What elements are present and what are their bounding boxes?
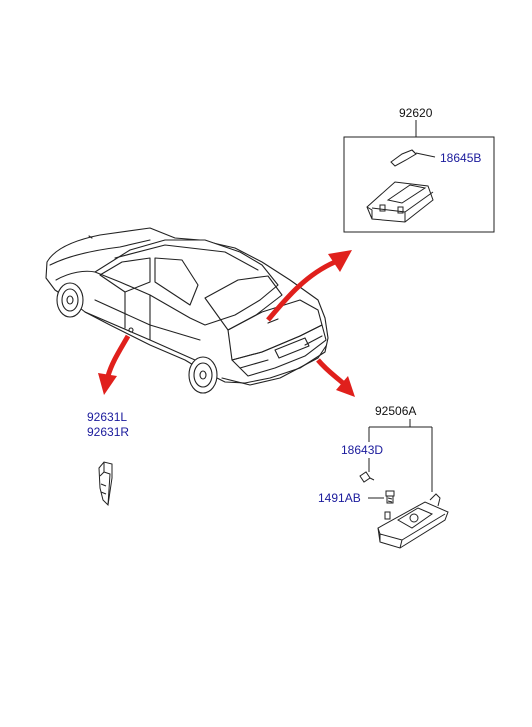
license-lamp-housing-icon xyxy=(377,493,449,549)
label-18645B: 18645B xyxy=(440,151,482,165)
label-92620: 92620 xyxy=(399,106,433,120)
screw-icon xyxy=(385,490,395,504)
arrow-head-dome xyxy=(328,250,352,272)
dome-lamp-box xyxy=(343,136,495,233)
arrow-to-side-marker xyxy=(105,334,131,377)
arrow-to-license-lamp xyxy=(316,358,347,387)
dome-lamp-group xyxy=(343,120,495,233)
license-bulb-icon xyxy=(359,471,375,483)
car-illustration xyxy=(45,227,329,394)
arrow-head-side xyxy=(98,373,117,395)
label-18643D: 18643D xyxy=(341,443,384,457)
dome-lamp-housing-icon xyxy=(366,181,434,223)
label-92631L: 92631L xyxy=(87,410,128,424)
callout-arrows xyxy=(98,250,355,397)
label-92506A: 92506A xyxy=(375,404,417,418)
arrow-head-license xyxy=(336,376,355,397)
label-92631R: 92631R xyxy=(87,425,130,439)
license-lamp-group xyxy=(359,419,449,549)
label-1491AB: 1491AB xyxy=(318,491,361,505)
arrow-to-dome-lamp xyxy=(266,259,337,322)
dome-bulb-icon xyxy=(390,149,436,167)
side-marker-icon xyxy=(98,461,113,507)
